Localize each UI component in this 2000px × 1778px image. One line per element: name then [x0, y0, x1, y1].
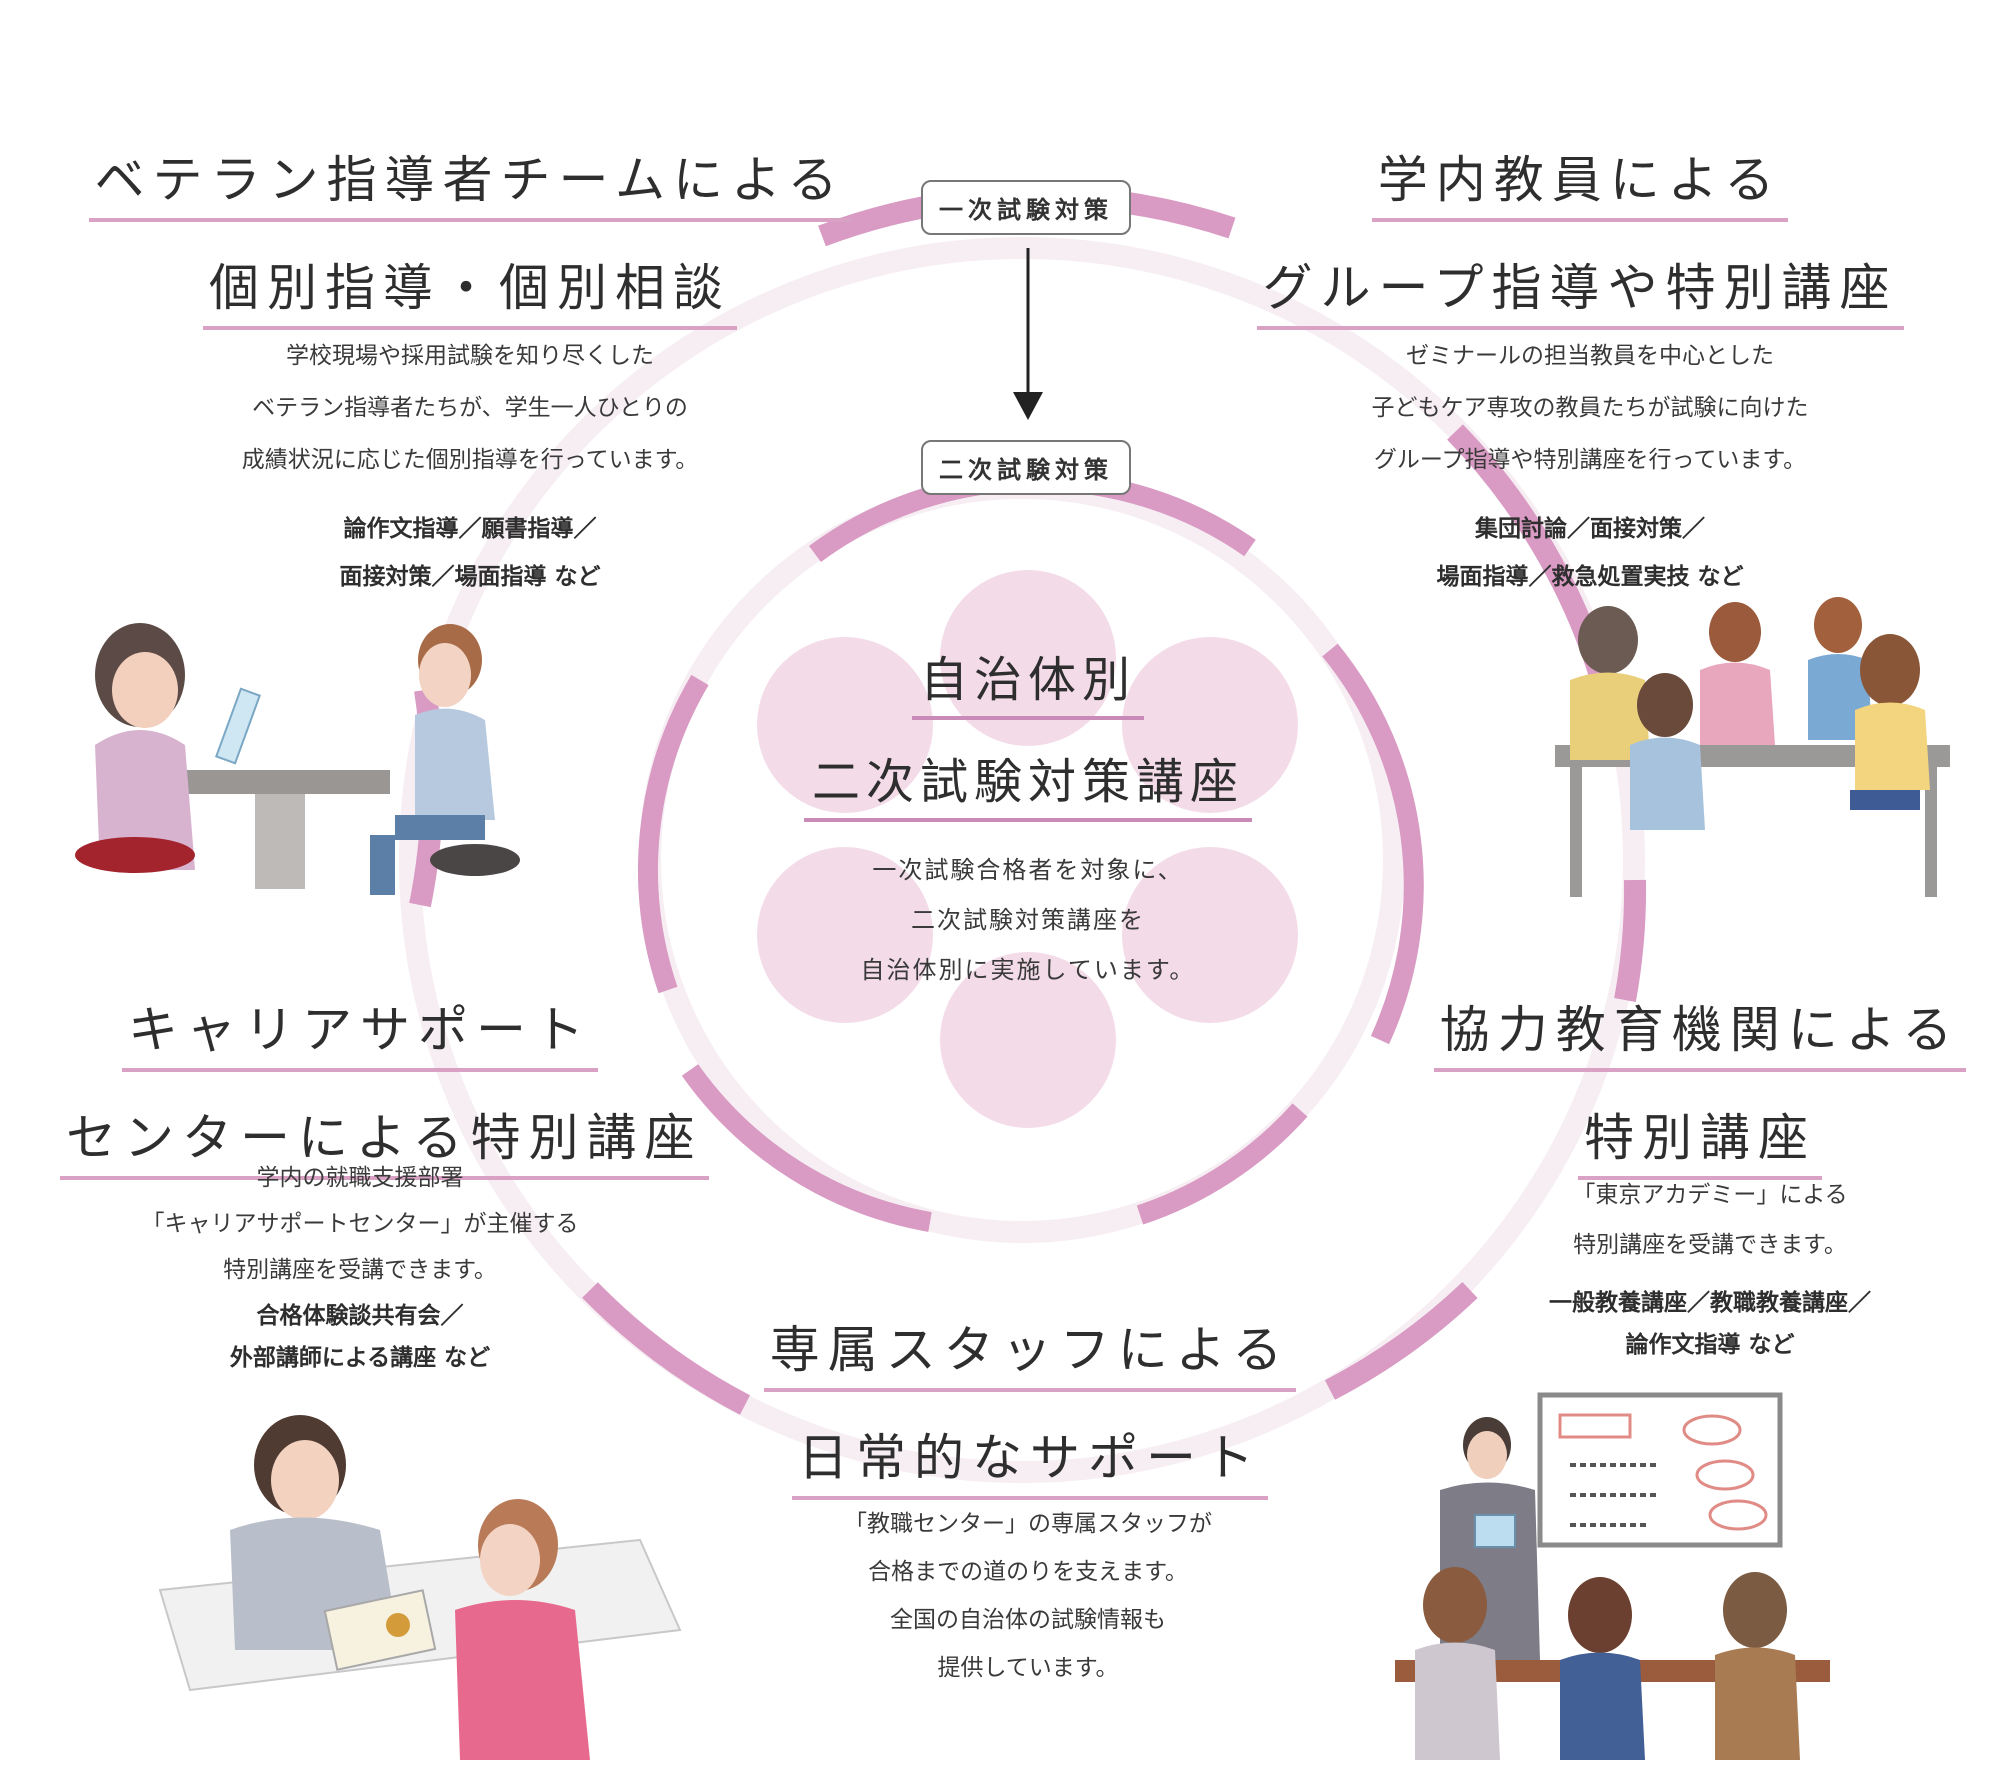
- center-desc-line-2: 二次試験対策講座を: [911, 906, 1145, 934]
- top-left-desc-line-2: ベテラン指導者たちが、学生一人ひとりの: [252, 395, 688, 421]
- top-right-title-line-2: グループ指導や特別講座: [1256, 248, 1904, 330]
- mid-left-items-line-1: 合格体験談共有会／: [256, 1303, 464, 1329]
- bottom-description: 「教職センター」の専属スタッフが 合格までの道のりを支えます。 全国の自治体の試…: [778, 1500, 1278, 1692]
- second-stage-tag: 二次試験対策: [921, 440, 1131, 495]
- mid-left-items: 合格体験談共有会／ 外部講師による講座 など: [160, 1295, 560, 1379]
- top-left-items-line-1: 論作文指導／願書指導／: [343, 516, 597, 542]
- first-stage-tag: 一次試験対策: [921, 180, 1131, 235]
- mid-left-desc-line-3: 特別講座を受講できます。: [223, 1257, 497, 1283]
- mid-right-items: 一般教養講座／教職教養講座／ 論作文指導 など: [1490, 1282, 1930, 1366]
- top-right-desc-line-1: ゼミナールの担当教員を中心とした: [1406, 343, 1774, 369]
- bottom-desc-line-1: 「教職センター」の専属スタッフが: [844, 1511, 1212, 1537]
- center-title-line-2: 二次試験対策講座: [803, 742, 1252, 822]
- illustration-group-discussion: [1555, 597, 1950, 897]
- top-left-items: 論作文指導／願書指導／ 面接対策／場面指導 など: [270, 505, 670, 601]
- mid-left-items-line-2: 外部講師による講座 など: [229, 1345, 491, 1371]
- center-desc-line-1: 一次試験合格者を対象に、: [872, 856, 1184, 884]
- mid-right-items-line-1: 一般教養講座／教職教養講座／: [1549, 1290, 1871, 1316]
- mid-right-desc-line-1: 「東京アカデミー」による: [1572, 1182, 1848, 1208]
- outer-ring: [399, 237, 1645, 1483]
- mid-left-title-line-2: センターによる特別講座: [60, 1098, 709, 1180]
- top-left-description: 学校現場や採用試験を知り尽くした ベテラン指導者たちが、学生一人ひとりの 成績状…: [170, 330, 770, 486]
- center-title-line-1: 自治体別: [911, 640, 1144, 720]
- mid-right-desc-line-2: 特別講座を受講できます。: [1573, 1232, 1847, 1258]
- top-right-heading: 学内教員による グループ指導や特別講座: [1240, 140, 1920, 356]
- mid-right-heading: 協力教育機関による 特別講座: [1430, 990, 1970, 1206]
- mid-left-desc-line-1: 学内の就職支援部署: [256, 1165, 464, 1191]
- mid-left-heading: キャリアサポート センターによる特別講座: [60, 990, 709, 1206]
- mid-right-title-line-2: 特別講座: [1578, 1098, 1822, 1180]
- top-right-items-line-2: 場面指導／救急処置実技 など: [1436, 564, 1744, 590]
- top-right-desc-line-3: グループ指導や特別講座を行っています。: [1373, 447, 1807, 473]
- flower-petals: [757, 570, 1298, 1128]
- mid-right-items-line-2: 論作文指導 など: [1625, 1332, 1795, 1358]
- top-left-title-line-1: ベテラン指導者チームによる: [88, 140, 852, 222]
- top-left-items-line-2: 面接対策／場面指導 など: [339, 564, 601, 590]
- top-left-desc-line-3: 成績状況に応じた個別指導を行っています。: [241, 447, 699, 473]
- illustration-individual-counseling: [75, 623, 520, 895]
- top-left-heading: ベテラン指導者チームによる 個別指導・個別相談: [80, 140, 860, 356]
- center-desc-line-3: 自治体別に実施しています。: [860, 956, 1196, 984]
- top-right-title-line-1: 学内教員による: [1371, 140, 1789, 222]
- top-left-title-line-2: 個別指導・個別相談: [203, 248, 737, 330]
- bottom-title-line-2: 日常的なサポート: [792, 1418, 1268, 1500]
- top-right-desc-line-2: 子どもケア専攻の教員たちが試験に向けた: [1371, 395, 1809, 421]
- top-right-items: 集団討論／面接対策／ 場面指導／救急処置実技 など: [1390, 505, 1790, 601]
- bottom-desc-line-4: 提供しています。: [937, 1655, 1119, 1681]
- center-title: 自治体別 二次試験対策講座: [772, 640, 1284, 844]
- mid-right-title-line-1: 協力教育機関による: [1433, 990, 1967, 1072]
- top-right-items-line-1: 集団討論／面接対策／: [1475, 516, 1705, 542]
- bottom-heading: 専属スタッフによる 日常的なサポート: [760, 1310, 1300, 1526]
- down-arrow: [1013, 248, 1043, 420]
- top-right-description: ゼミナールの担当教員を中心とした 子どもケア専攻の教員たちが試験に向けた グルー…: [1290, 330, 1890, 486]
- inner-ring-segments: [638, 470, 1424, 1232]
- illustration-career-center: [158, 1415, 682, 1760]
- mid-left-desc-line-2: 「キャリアサポートセンター」が主催する: [141, 1211, 579, 1237]
- bottom-desc-line-2: 合格までの道のりを支えます。: [868, 1559, 1188, 1585]
- mid-right-description: 「東京アカデミー」による 特別講座を受講できます。: [1510, 1170, 1910, 1270]
- top-left-desc-line-1: 学校現場や採用試験を知り尽くした: [286, 343, 654, 369]
- bottom-title-line-1: 専属スタッフによる: [763, 1310, 1297, 1392]
- bottom-desc-line-3: 全国の自治体の試験情報も: [890, 1607, 1166, 1633]
- mid-left-title-line-1: キャリアサポート: [122, 990, 598, 1072]
- illustration-lecture: [1395, 1392, 1830, 1760]
- mid-left-description: 学内の就職支援部署 「キャリアサポートセンター」が主催する 特別講座を受講できま…: [110, 1155, 610, 1293]
- center-description: 一次試験合格者を対象に、 二次試験対策講座を 自治体別に実施しています。: [778, 845, 1278, 995]
